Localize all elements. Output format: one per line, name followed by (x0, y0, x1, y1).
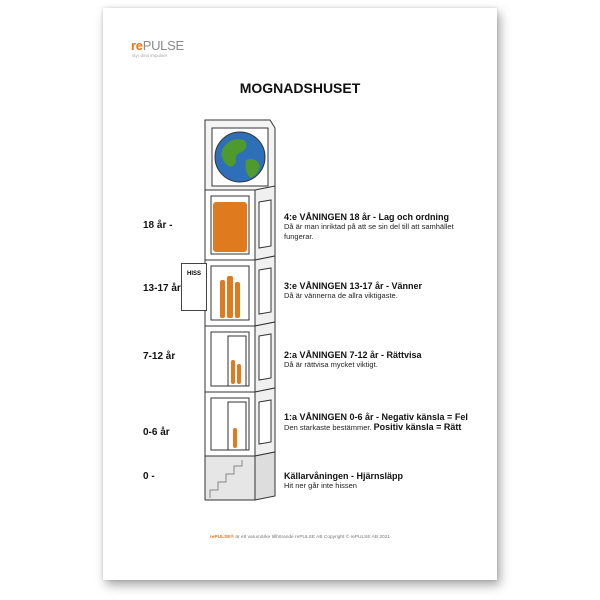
age-label: 0-6 år (143, 427, 170, 438)
age-label: 13-17 år (143, 283, 181, 294)
page-title: MOGNADSHUSET (239, 80, 361, 96)
people-figures (213, 202, 247, 448)
age-label: 18 år - (143, 220, 173, 231)
age-label: 0 - (143, 471, 155, 482)
footer-copyright: rePULSE® är ett varumärke tillhörande re… (209, 535, 391, 540)
elevator-label: HISS (181, 263, 207, 311)
document-page (103, 8, 497, 580)
repulse-logo: rePULSE (131, 38, 184, 53)
age-label: 7-12 år (143, 351, 176, 362)
globe-icon (214, 131, 266, 183)
floor-1-text: 1:a VÅNINGEN 0-6 år - Negativ känsla = F… (284, 412, 468, 432)
logo-tagline: styr dina impulser (132, 53, 168, 58)
